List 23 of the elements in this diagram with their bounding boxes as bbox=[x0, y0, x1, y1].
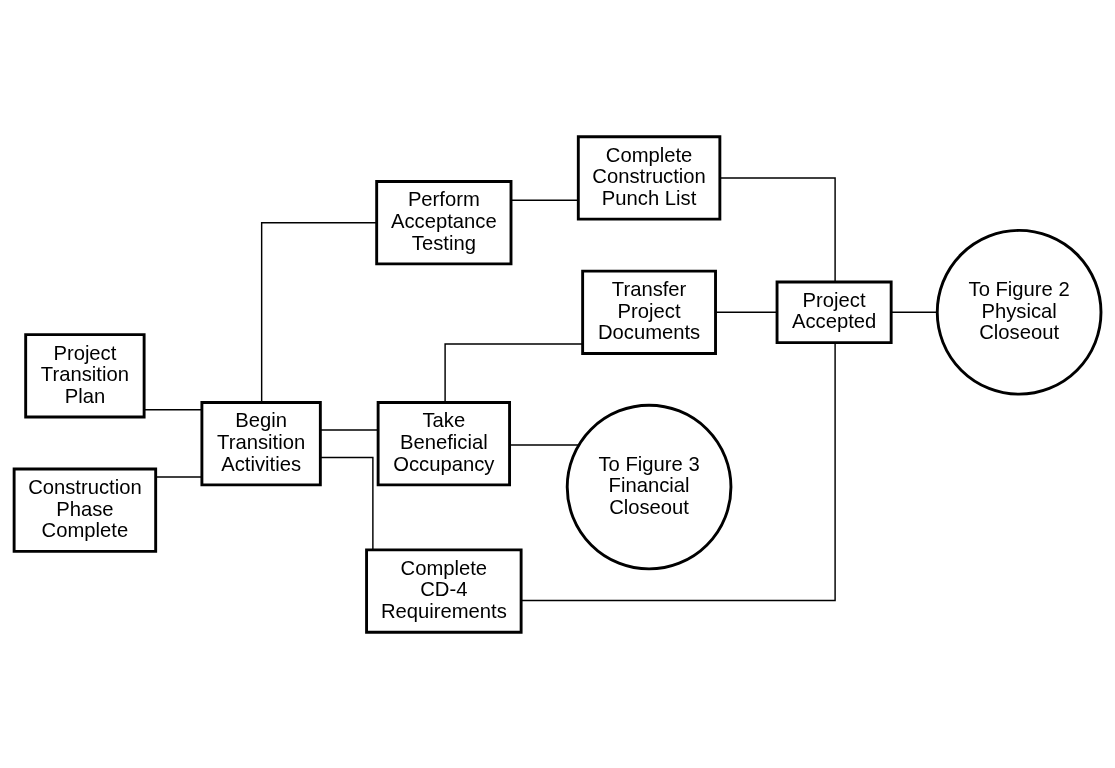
connector bbox=[319, 428, 379, 431]
node-box: Complete Construction Punch List bbox=[576, 134, 722, 221]
connector bbox=[715, 311, 778, 313]
connector bbox=[890, 311, 938, 313]
node-circle: To Figure 2 Physical Closeout bbox=[935, 228, 1103, 396]
node-circle: To Figure 3 Financial Closeout bbox=[565, 403, 733, 570]
node-box: Project Transition Plan bbox=[24, 332, 146, 418]
node-box: Project Accepted bbox=[775, 280, 893, 344]
connector bbox=[260, 221, 378, 403]
node-box: Transfer Project Documents bbox=[581, 269, 717, 355]
node-box: Complete CD-4 Requirements bbox=[365, 547, 523, 634]
node-box: Construction Phase Complete bbox=[12, 467, 158, 553]
connector bbox=[510, 199, 579, 201]
node-box: Perform Acceptance Testing bbox=[375, 179, 513, 265]
connector bbox=[143, 408, 203, 410]
connector bbox=[520, 341, 836, 601]
connector bbox=[509, 443, 580, 446]
connector bbox=[719, 176, 836, 283]
connector bbox=[320, 456, 374, 551]
node-box: Take Beneficial Occupancy bbox=[376, 400, 511, 486]
connector bbox=[155, 475, 203, 478]
connector bbox=[444, 342, 583, 403]
node-box: Begin Transition Activities bbox=[200, 400, 322, 486]
